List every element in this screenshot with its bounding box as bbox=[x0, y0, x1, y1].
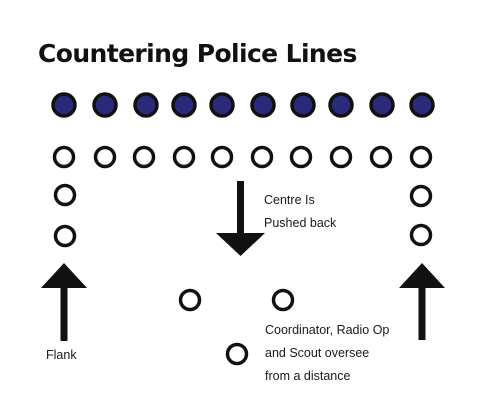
police-officer-marker bbox=[250, 92, 276, 118]
police-officer-marker bbox=[171, 92, 197, 118]
left-flank-arrow-up-icon bbox=[41, 263, 87, 341]
centre-label-line-2: Pushed back bbox=[264, 216, 337, 230]
centre-label-line-1: Centre Is bbox=[264, 193, 315, 207]
protester-marker bbox=[250, 145, 274, 169]
protester-marker bbox=[93, 145, 117, 169]
protester-marker bbox=[132, 145, 156, 169]
overseer-marker bbox=[178, 288, 202, 312]
overseers-label-line-3: from a distance bbox=[265, 369, 351, 383]
flank-label: Flank bbox=[46, 348, 77, 362]
right-flank-arrow-up-icon bbox=[399, 263, 445, 340]
overseers-label-line-2: and Scout oversee bbox=[265, 346, 369, 360]
flank-protester-marker bbox=[53, 224, 77, 248]
flank-right-group bbox=[409, 184, 433, 247]
police-officer-marker bbox=[133, 92, 159, 118]
police-officer-marker bbox=[92, 92, 118, 118]
police-officer-marker bbox=[328, 92, 354, 118]
protester-marker bbox=[172, 145, 196, 169]
overseer-marker bbox=[271, 288, 295, 312]
protester-marker bbox=[289, 145, 313, 169]
police-officer-marker bbox=[369, 92, 395, 118]
protester-marker bbox=[210, 145, 234, 169]
flank-protester-marker bbox=[409, 223, 433, 247]
overseer-marker bbox=[225, 342, 249, 366]
flank-left-group bbox=[53, 183, 77, 248]
diagram-title: Countering Police Lines bbox=[38, 39, 357, 68]
police-officer-marker bbox=[51, 92, 77, 118]
police-officer-marker bbox=[290, 92, 316, 118]
police-line bbox=[51, 92, 435, 118]
flank-protester-marker bbox=[53, 183, 77, 207]
police-officer-marker bbox=[409, 92, 435, 118]
police-officer-marker bbox=[209, 92, 235, 118]
protester-marker bbox=[369, 145, 393, 169]
centre-arrow-down-icon bbox=[216, 181, 265, 256]
protester-marker bbox=[329, 145, 353, 169]
overseers-label-line-1: Coordinator, Radio Op bbox=[265, 323, 389, 337]
flank-protester-marker bbox=[409, 184, 433, 208]
overseers-group bbox=[178, 288, 295, 366]
protester-marker bbox=[52, 145, 76, 169]
protester-line bbox=[52, 145, 433, 169]
protester-marker bbox=[409, 145, 433, 169]
